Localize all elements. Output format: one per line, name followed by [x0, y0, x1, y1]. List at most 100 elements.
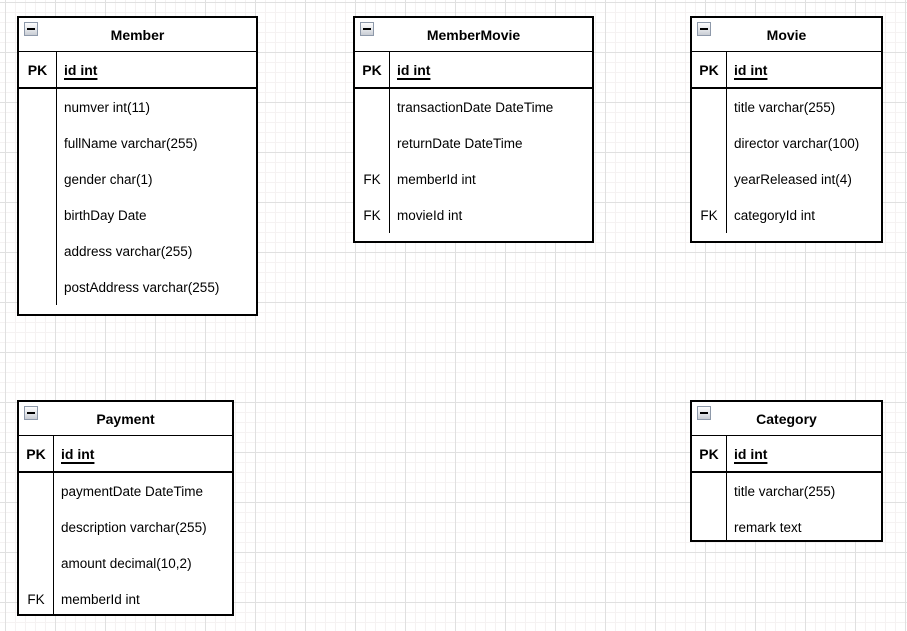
field-text: gender char(1)	[64, 171, 153, 187]
entity-title-row[interactable]: Category	[692, 402, 881, 436]
entity-pk-row[interactable]: PK id int	[692, 436, 881, 473]
key-cell	[692, 473, 727, 509]
field-text: fullName varchar(255)	[64, 135, 198, 151]
entity-row[interactable]: birthDay Date	[19, 197, 256, 233]
entity-row[interactable]: description varchar(255)	[19, 509, 232, 545]
pk-badge: PK	[692, 436, 727, 471]
entity-row[interactable]: amount decimal(10,2)	[19, 545, 232, 581]
field-text: movieId int	[397, 207, 463, 223]
key-cell	[692, 161, 727, 197]
entity-row[interactable]: fullName varchar(255)	[19, 125, 256, 161]
field-text: paymentDate DateTime	[61, 483, 204, 499]
entity-row[interactable]: numver int(11)	[19, 89, 256, 125]
pk-badge: PK	[19, 52, 57, 87]
key-cell	[19, 197, 57, 233]
field-text: returnDate DateTime	[397, 135, 523, 151]
entity-row[interactable]: title varchar(255)	[692, 473, 881, 509]
entity-title: Payment	[96, 410, 155, 427]
entity-title: MemberMovie	[426, 26, 521, 43]
entity-pk-row[interactable]: PK id int	[355, 52, 592, 89]
entity-row[interactable]: director varchar(100)	[692, 125, 881, 161]
field-text: description varchar(255)	[61, 519, 207, 535]
entity-row[interactable]: remark text	[692, 509, 881, 540]
minus-icon	[700, 412, 708, 414]
minus-icon	[700, 28, 708, 30]
minus-icon	[363, 28, 371, 30]
field-text: title varchar(255)	[734, 99, 836, 115]
entity-title: Member	[110, 26, 165, 43]
entity-pk-row[interactable]: PK id int	[19, 52, 256, 89]
entity-payment[interactable]: Payment PK id int paymentDate DateTime de…	[17, 400, 234, 616]
field-text: yearReleased int(4)	[734, 171, 852, 187]
entity-movie[interactable]: Movie PK id int title varchar(255) direct…	[690, 16, 883, 243]
entity-row[interactable]: gender char(1)	[19, 161, 256, 197]
entity-row[interactable]: title varchar(255)	[692, 89, 881, 125]
entity-pk-row[interactable]: PK id int	[692, 52, 881, 89]
field-text: numver int(11)	[64, 99, 151, 115]
field-text: postAddress varchar(255)	[64, 279, 220, 295]
pk-badge: PK	[19, 436, 54, 471]
pk-field-text: id int	[734, 445, 768, 462]
entity-row[interactable]: yearReleased int(4)	[692, 161, 881, 197]
entity-title-row[interactable]: MemberMovie	[355, 18, 592, 52]
entity-membermovie[interactable]: MemberMovie PK id int transactionDate Da…	[353, 16, 594, 243]
fk-badge: FK	[692, 197, 727, 233]
minus-icon	[27, 412, 35, 414]
pk-field-text: id int	[61, 445, 95, 462]
field-text: title varchar(255)	[734, 483, 836, 499]
field-text: categoryId int	[734, 207, 816, 223]
field-text: remark text	[734, 519, 802, 535]
entity-title-row[interactable]: Payment	[19, 402, 232, 436]
pk-field-text: id int	[734, 61, 768, 78]
entity-row[interactable]: transactionDate DateTime	[355, 89, 592, 125]
field-text: address varchar(255)	[64, 243, 193, 259]
entity-category[interactable]: Category PK id int title varchar(255) rem…	[690, 400, 883, 542]
field-text: director varchar(100)	[734, 135, 860, 151]
entity-row[interactable]: postAddress varchar(255)	[19, 269, 256, 305]
entity-body: numver int(11) fullName varchar(255) gende…	[19, 89, 256, 314]
field-text: birthDay Date	[64, 207, 147, 223]
entity-member[interactable]: Member PK id int numver int(11) fullName …	[17, 16, 258, 316]
entity-row[interactable]: address varchar(255)	[19, 233, 256, 269]
field-text: transactionDate DateTime	[397, 99, 554, 115]
fk-badge: FK	[19, 581, 54, 614]
pk-badge: PK	[692, 52, 727, 87]
collapse-icon[interactable]	[24, 22, 38, 36]
collapse-icon[interactable]	[697, 406, 711, 420]
entity-row[interactable]: paymentDate DateTime	[19, 473, 232, 509]
key-cell	[19, 509, 54, 545]
collapse-icon[interactable]	[24, 406, 38, 420]
entity-body: paymentDate DateTime description varchar(…	[19, 473, 232, 614]
entity-title-row[interactable]: Member	[19, 18, 256, 52]
entity-row[interactable]: FK movieId int	[355, 197, 592, 233]
fk-badge: FK	[355, 197, 390, 233]
pk-field-text: id int	[64, 61, 98, 78]
collapse-icon[interactable]	[360, 22, 374, 36]
key-cell	[19, 125, 57, 161]
key-cell	[19, 473, 54, 509]
key-cell	[355, 89, 390, 125]
field-text: memberId int	[61, 591, 140, 607]
entity-body: title varchar(255) remark text	[692, 473, 881, 540]
key-cell	[19, 269, 57, 305]
entity-body: transactionDate DateTime returnDate DateT…	[355, 89, 592, 241]
key-cell	[692, 509, 727, 540]
field-text: amount decimal(10,2)	[61, 555, 192, 571]
key-cell	[19, 545, 54, 581]
key-cell	[19, 161, 57, 197]
entity-row[interactable]: returnDate DateTime	[355, 125, 592, 161]
entity-row[interactable]: FK categoryId int	[692, 197, 881, 233]
collapse-icon[interactable]	[697, 22, 711, 36]
entity-pk-row[interactable]: PK id int	[19, 436, 232, 473]
entity-body: title varchar(255) director varchar(100) y…	[692, 89, 881, 241]
pk-badge: PK	[355, 52, 390, 87]
entity-title-row[interactable]: Movie	[692, 18, 881, 52]
entity-row[interactable]: FK memberId int	[19, 581, 232, 614]
field-text: memberId int	[397, 171, 476, 187]
minus-icon	[27, 28, 35, 30]
entity-title: Category	[756, 410, 817, 427]
key-cell	[692, 89, 727, 125]
key-cell	[19, 89, 57, 125]
